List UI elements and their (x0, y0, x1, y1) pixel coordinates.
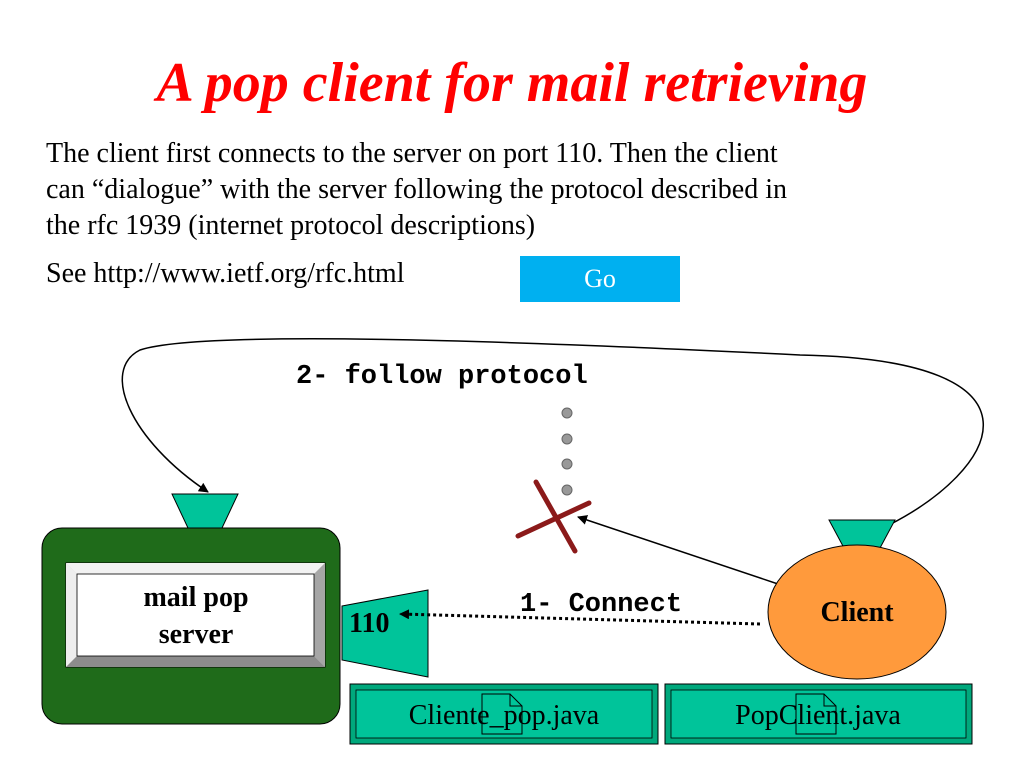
connect-arrow (399, 609, 761, 626)
server-label-line1: mail pop (143, 582, 248, 613)
description-paragraph: The client first connects to the server … (46, 136, 986, 244)
continuation-dots (561, 407, 573, 496)
description-line: The client first connects to the server … (46, 138, 778, 169)
protocol-loop-arrow (121, 338, 985, 528)
rfc-link-text: See http://www.ietf.org/rfc.html (46, 258, 405, 289)
server-label-line2: server (159, 619, 234, 650)
document-icon (795, 693, 837, 735)
slide-title: A pop client for mail retrieving (156, 52, 868, 114)
file-box-cliente-pop[interactable]: Cliente_pop.java (349, 683, 659, 745)
file-box-popclient[interactable]: PopClient.java (664, 683, 973, 745)
description-line: the rfc 1939 (internet protocol descript… (46, 210, 536, 241)
go-button[interactable]: Go (520, 256, 680, 302)
blocked-cross-icon (515, 479, 592, 554)
follow-protocol-label: 2- follow protocol (296, 362, 588, 392)
client-to-protocol-arrow (577, 515, 779, 585)
server-label-frame (65, 562, 326, 668)
port-label: 110 (349, 608, 389, 639)
file-name-popclient: PopClient.java (735, 700, 901, 731)
document-icon (481, 693, 523, 735)
client-node (767, 544, 947, 680)
file-name-cliente-pop: Cliente_pop.java (409, 700, 600, 731)
description-line: can “dialogue” with the server following… (46, 174, 787, 205)
client-input-funnel (828, 519, 896, 549)
server-input-funnel (171, 493, 239, 529)
client-label: Client (820, 597, 894, 628)
connect-label: 1- Connect (520, 590, 682, 620)
